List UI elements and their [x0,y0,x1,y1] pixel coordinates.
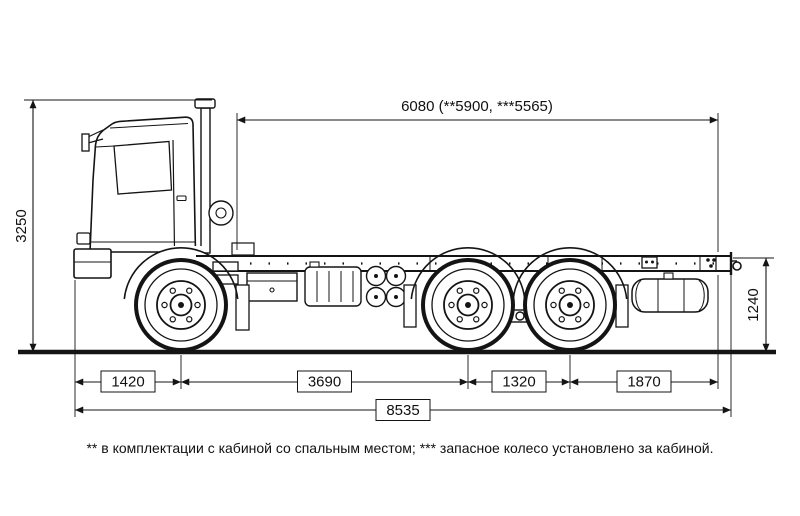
rear-bracket [641,256,658,269]
headlight [76,232,91,245]
arch-mask [160,246,204,254]
exhaust-stack [194,98,234,254]
dim-top-span-label: 6080 (**5900, ***5565) [401,98,553,115]
door-handle [176,195,187,202]
battery-box [246,272,298,302]
door-edge [172,139,176,251]
dim-rear-span: 1870 [570,370,718,393]
dim-rear-span-label: 1870 [627,374,660,391]
dim-overall-height: 3250 [13,99,212,352]
dim-bogie-spacing: 1320 [468,370,570,393]
dim-wheelbase-label: 3690 [308,374,341,391]
dim-frame-height: 1240 [733,257,774,352]
air-reservoirs [365,265,407,308]
mudflaps [235,284,629,331]
cab [73,116,255,285]
fuel-tank-rear [631,272,709,313]
behind-cab-box [231,242,255,256]
side-window [113,140,173,195]
dim-overall-height-label: 3250 [13,209,30,242]
fenders [123,247,628,300]
dim-frame-height-label: 1240 [745,288,762,321]
rear-wheel [523,258,617,352]
dim-wheelbase: 3690 [181,370,468,393]
middle-wheel [421,258,515,352]
mirror [81,129,104,152]
fuel-tank-front [304,261,362,307]
dim-top-span: 6080 (**5900, ***5565) [236,98,719,252]
front-bumper [73,248,112,279]
dim-front-overhang-label: 1420 [111,374,144,391]
dim-overall-length: 8535 [75,399,731,421]
dim-front-overhang: 1420 [75,370,181,393]
dim-overall-length-label: 8535 [386,402,419,419]
footnote: ** в комплектации с кабиной со спальным … [86,440,713,456]
dim-bogie-spacing-label: 1320 [502,374,535,391]
front-wheel [134,258,228,352]
truck-side-view [18,98,776,355]
tow-hook [731,260,742,271]
